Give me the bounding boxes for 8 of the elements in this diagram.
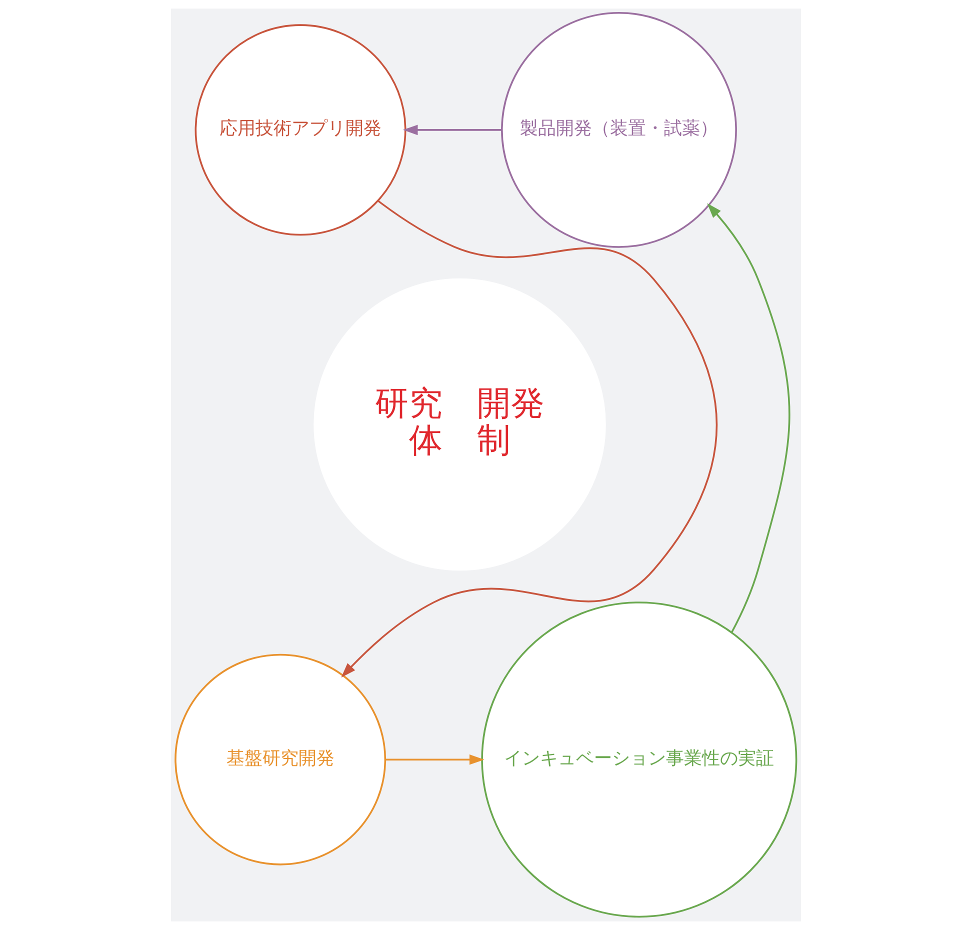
node-circle: 基盤研究開発: [174, 654, 386, 866]
node-circle: 製品開発（装置・試薬）: [500, 12, 736, 248]
arrow: [340, 200, 717, 678]
arrow: [384, 754, 484, 765]
node-circle: インキュベーション事業性の実証: [480, 602, 797, 918]
node-circle: 応用技術アプリ開発: [194, 24, 406, 236]
arrow: [706, 203, 790, 632]
arrow: [402, 124, 502, 136]
